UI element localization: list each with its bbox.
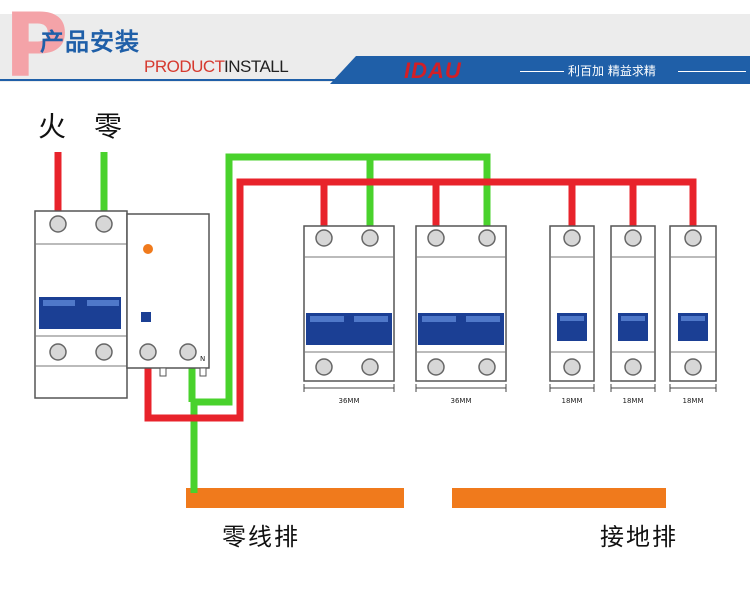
single-pole-breaker-1 [549,225,595,382]
main-breaker [34,210,128,399]
brand-band [330,56,750,84]
slogan-divider-right [678,71,746,72]
neutral-terminal-mark: N [200,355,205,363]
live-label: 火 [38,110,66,143]
header-divider [0,79,430,81]
dimension-marks [303,384,717,392]
page-title: 产品安装 [40,28,140,56]
ground-busbar [452,488,666,508]
live-distribution-wire [144,178,697,422]
single-pole-breaker-3 [669,225,717,382]
rcd-module: N [126,213,210,377]
neutral-label: 零 [94,110,122,143]
width-label-4: 18MM [623,397,644,405]
width-label-3: 18MM [562,397,583,405]
width-label-5: 18MM [683,397,704,405]
page-subtitle-red: PRODUCT [144,57,225,76]
ground-busbar-label: 接地排 [600,523,678,551]
neutral-busbar-label: 零线排 [222,523,300,551]
brand-logo: IDAU [404,58,462,83]
neutral-busbar [186,488,404,508]
double-pole-breaker-1 [303,225,395,382]
page-subtitle-dark: INSTALL [224,57,289,76]
double-pole-breaker-2 [415,225,507,382]
header-badge-letter: P [4,0,69,97]
width-label-2: 36MM [451,397,472,405]
slogan-divider-left [520,71,564,72]
header: P 产品安装 PRODUCT INSTALL IDAU 利百加 精益求精 [0,0,750,90]
brand-slogan: 利百加 精益求精 [568,64,656,78]
single-pole-breaker-2 [610,225,656,382]
width-label-1: 36MM [339,397,360,405]
